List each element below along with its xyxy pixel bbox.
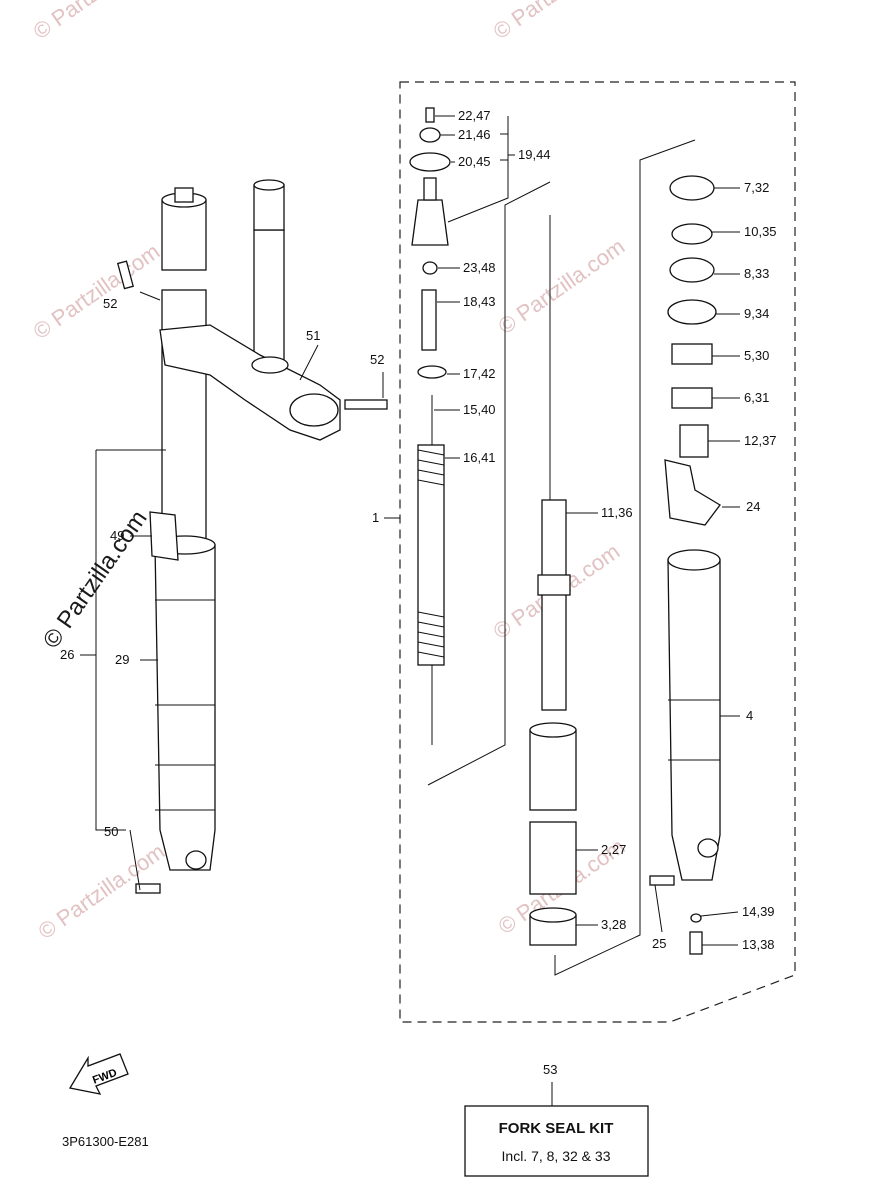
bolt (344, 399, 388, 410)
callout-9-34: 9,34 (744, 306, 769, 321)
callout-17-42: 17,42 (463, 366, 496, 381)
bolt (649, 875, 675, 886)
steering-stem (253, 229, 285, 361)
callout-23-48: 23,48 (463, 260, 496, 275)
bolt (135, 883, 161, 894)
fork-seal-kit: 53 FORK SEAL KIT Incl. 7, 8, 32 & 33 (464, 1062, 649, 1177)
oil-seal (669, 257, 715, 283)
callout-20-45: 20,45 (458, 154, 491, 169)
slide-bushing (671, 343, 713, 365)
outer-tube-top (667, 549, 721, 571)
oil-lock-piece (679, 424, 709, 458)
left-fork-assembly (116, 179, 388, 894)
kit-subtitle: Incl. 7, 8, 32 & 33 (502, 1148, 611, 1164)
leader-lines (80, 115, 740, 946)
washer (667, 299, 717, 325)
steering-stem-thread (253, 184, 285, 231)
callout-26: 26 (60, 647, 74, 662)
bracket-stem-boss (251, 356, 289, 374)
watermark: © Partzilla.com (29, 0, 165, 44)
washer (419, 127, 441, 143)
callout-22-47: 22,47 (458, 108, 491, 123)
callout-13-38: 13,38 (742, 937, 775, 952)
callout-1: 1 (372, 510, 379, 525)
cap-nut (174, 187, 194, 203)
callout-49: 49 (110, 528, 124, 543)
watermark: © Partzilla.com (494, 234, 630, 340)
callout-7-32: 7,32 (744, 180, 769, 195)
spring-seat (417, 365, 447, 379)
spacer (421, 289, 437, 351)
right-seal-assembly (649, 175, 721, 955)
gasket (690, 913, 702, 923)
callout-25: 25 (652, 936, 666, 951)
slide-metal-top (529, 722, 577, 738)
callout-29: 29 (115, 652, 129, 667)
center-damper-assembly (409, 107, 696, 976)
assembly-outline (399, 81, 796, 1023)
callout-11-36: 11,36 (601, 505, 633, 520)
o-ring (409, 152, 451, 172)
fork-spring-body (417, 444, 445, 666)
callout-50: 50 (104, 824, 118, 839)
kit-box (464, 1105, 649, 1177)
cap-bolt (411, 199, 449, 246)
fork-guard (149, 511, 179, 561)
fork-guard (664, 459, 721, 526)
callout-2-27: 2,27 (601, 842, 626, 857)
axle-lug (697, 838, 719, 858)
oil-seal-clip (671, 223, 713, 245)
axle-lug (185, 850, 207, 870)
watermark-large: © Partzilla.com (38, 505, 153, 653)
fwd-arrow-icon (68, 1053, 129, 1095)
piston-bushing (671, 387, 713, 409)
drain-bolt (689, 931, 703, 955)
kit-title: FORK SEAL KIT (499, 1120, 614, 1137)
callout-19-44: 19,44 (518, 147, 551, 162)
callout-15-40: 15,40 (463, 402, 496, 417)
nut (422, 261, 438, 275)
screw (425, 107, 435, 123)
diagram-code: 3P61300-E281 (62, 1134, 149, 1149)
cap-plug (161, 199, 207, 271)
damper-ring (537, 574, 571, 596)
callout-52: 52 (103, 296, 117, 311)
callout-14-39: 14,39 (742, 904, 775, 919)
callout-51: 51 (306, 328, 320, 343)
piston-metal (529, 821, 577, 895)
callout-16-41: 16,41 (463, 450, 496, 465)
steering-stem-top (253, 179, 285, 191)
callout-52: 52 (370, 352, 384, 367)
bracket-clamp-ring (289, 393, 339, 427)
damper-cylinder (541, 499, 567, 711)
callout-10-35: 10,35 (744, 224, 777, 239)
callout-24: 24 (746, 499, 760, 514)
callout-3-28: 3,28 (601, 917, 626, 932)
cap-bolt-shaft (423, 177, 437, 201)
callout-5-30: 5,30 (744, 348, 769, 363)
watermark: © Partzilla.com (29, 239, 165, 345)
dust-seal (669, 175, 715, 201)
callout-18-43: 18,43 (463, 294, 496, 309)
watermark: © Partzilla.com (489, 0, 625, 44)
outer-tube (154, 544, 216, 871)
slide-metal (529, 729, 577, 811)
callout-21-46: 21,46 (458, 127, 491, 142)
callout-6-31: 6,31 (744, 390, 769, 405)
kit-number: 53 (543, 1062, 557, 1077)
outer-tube (667, 559, 721, 881)
callout-labels: 22,47 21,46 20,45 19,44 23,48 18,43 17,4… (60, 108, 777, 952)
callout-4: 4 (746, 708, 753, 723)
bolt (116, 260, 134, 290)
callout-8-33: 8,33 (744, 266, 769, 281)
oil-lock-piece-top (529, 907, 577, 923)
callout-12-37: 12,37 (744, 433, 777, 448)
fwd-arrow: FWD (68, 1053, 129, 1095)
